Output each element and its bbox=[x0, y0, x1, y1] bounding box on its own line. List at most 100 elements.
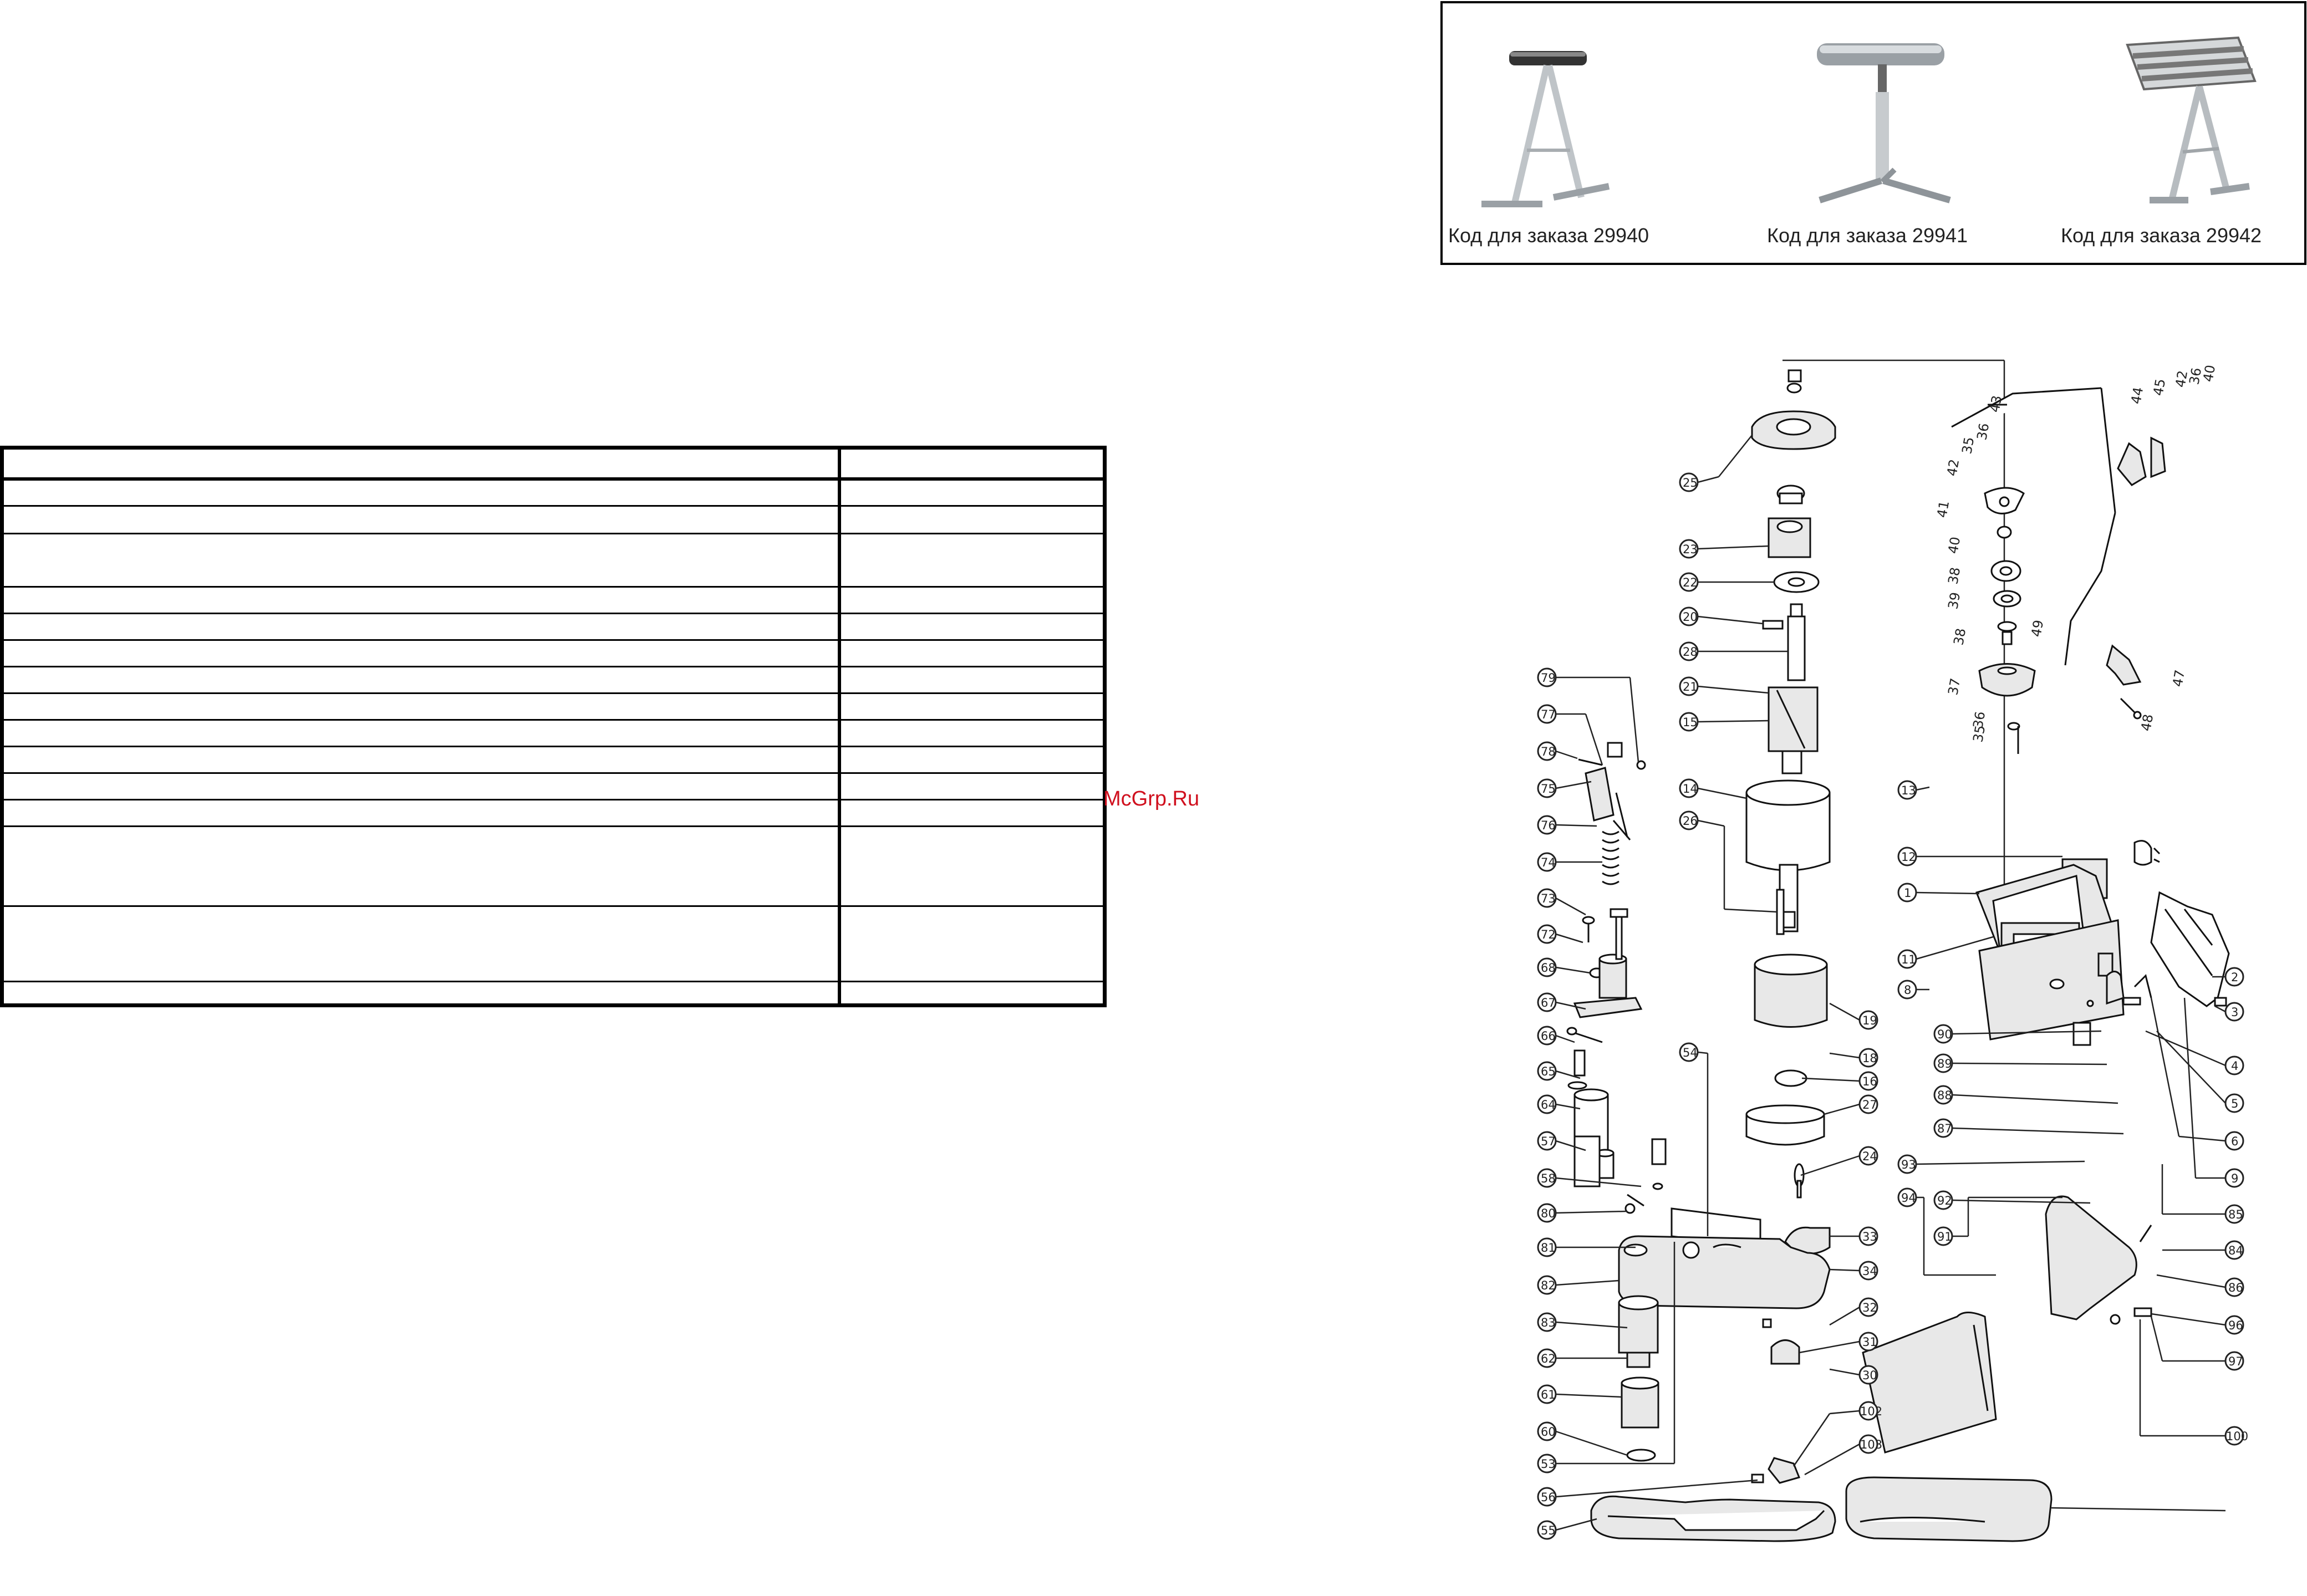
callout-96: 96 bbox=[2224, 1315, 2244, 1335]
label-42b: 42 bbox=[2172, 369, 2191, 389]
callout-57: 57 bbox=[1537, 1131, 1557, 1151]
exploded-parts-diagram: 79 77 78 75 76 74 73 72 68 67 66 65 64 5… bbox=[1537, 359, 2248, 1542]
svg-text:5: 5 bbox=[2231, 1097, 2238, 1110]
callout-5: 5 bbox=[2224, 1093, 2244, 1113]
svg-text:81: 81 bbox=[1541, 1241, 1556, 1255]
callout-74: 74 bbox=[1537, 852, 1557, 872]
table-row-rule bbox=[4, 666, 1103, 667]
svg-text:18: 18 bbox=[1862, 1052, 1877, 1065]
product-29941: Код для заказа 29941 bbox=[1767, 3, 2011, 264]
callout-26: 26 bbox=[1679, 810, 1699, 830]
svg-text:88: 88 bbox=[1937, 1089, 1952, 1102]
product-29942: Код для заказа 29942 bbox=[2061, 3, 2299, 264]
table-assembly bbox=[1975, 840, 2230, 1046]
svg-text:31: 31 bbox=[1862, 1335, 1877, 1349]
parts-table bbox=[0, 446, 1107, 1007]
callout-84: 84 bbox=[2224, 1240, 2244, 1260]
svg-text:2: 2 bbox=[2231, 971, 2238, 984]
svg-text:64: 64 bbox=[1541, 1098, 1556, 1111]
svg-text:93: 93 bbox=[1901, 1158, 1916, 1171]
table-header-rule bbox=[4, 477, 1103, 481]
callout-85: 85 bbox=[2224, 1204, 2244, 1224]
svg-text:76: 76 bbox=[1541, 819, 1556, 832]
svg-text:28: 28 bbox=[1683, 645, 1698, 659]
callout-66: 66 bbox=[1537, 1026, 1557, 1046]
callout-28: 28 bbox=[1679, 641, 1699, 661]
callout-31: 31 bbox=[1858, 1332, 1878, 1352]
product-caption: Код для заказа 29940 bbox=[1448, 224, 1649, 247]
label-35: 35 bbox=[1959, 436, 1977, 455]
callout-21: 21 bbox=[1679, 676, 1699, 696]
svg-text:60: 60 bbox=[1541, 1425, 1556, 1439]
svg-text:21: 21 bbox=[1683, 680, 1698, 694]
callout-87: 87 bbox=[1933, 1118, 1953, 1138]
svg-text:90: 90 bbox=[1937, 1028, 1952, 1041]
svg-text:61: 61 bbox=[1541, 1388, 1556, 1401]
svg-text:82: 82 bbox=[1541, 1279, 1556, 1292]
callout-33: 33 bbox=[1858, 1226, 1878, 1246]
callout-90: 90 bbox=[1933, 1024, 1953, 1044]
callout-23: 23 bbox=[1679, 539, 1699, 559]
callout-27: 27 bbox=[1858, 1094, 1878, 1114]
callout-60: 60 bbox=[1537, 1421, 1557, 1441]
label-40b: 40 bbox=[2200, 364, 2218, 383]
svg-text:9: 9 bbox=[2231, 1172, 2238, 1185]
callout-92: 92 bbox=[1933, 1190, 1953, 1210]
svg-text:66: 66 bbox=[1541, 1029, 1556, 1043]
svg-text:100: 100 bbox=[2226, 1430, 2248, 1443]
callout-53: 53 bbox=[1537, 1454, 1557, 1473]
callout-15: 15 bbox=[1679, 712, 1699, 732]
svg-text:22: 22 bbox=[1683, 576, 1698, 589]
svg-text:85: 85 bbox=[2228, 1208, 2243, 1221]
label-36b: 36 bbox=[2186, 366, 2204, 386]
callout-79: 79 bbox=[1537, 667, 1557, 687]
svg-text:24: 24 bbox=[1862, 1150, 1877, 1163]
callout-73: 73 bbox=[1537, 888, 1557, 908]
table-row-rule bbox=[4, 746, 1103, 747]
callout-11: 11 bbox=[1897, 949, 1917, 969]
leader-lines bbox=[1555, 435, 2226, 1531]
callout-81: 81 bbox=[1537, 1237, 1557, 1257]
table-column-divider bbox=[838, 450, 841, 1003]
svg-text:6: 6 bbox=[2231, 1135, 2238, 1148]
svg-text:33: 33 bbox=[1862, 1230, 1877, 1243]
svg-text:77: 77 bbox=[1541, 708, 1556, 721]
product-caption: Код для заказа 29942 bbox=[2061, 224, 2262, 247]
label-41: 41 bbox=[1934, 499, 1952, 519]
callout-2: 2 bbox=[2224, 967, 2244, 987]
roller-stand-a-frame-icon bbox=[1481, 51, 1610, 207]
callout-12: 12 bbox=[1897, 847, 1917, 866]
table-row-rule bbox=[4, 639, 1103, 641]
callouts: 79 77 78 75 76 74 73 72 68 67 66 65 64 5… bbox=[1537, 472, 2248, 1540]
table-row-rule bbox=[4, 505, 1103, 507]
product-caption: Код для заказа 29941 bbox=[1767, 224, 1968, 247]
callout-65: 65 bbox=[1537, 1061, 1557, 1081]
callout-19: 19 bbox=[1858, 1010, 1878, 1030]
callout-3: 3 bbox=[2224, 1002, 2244, 1022]
label-45: 45 bbox=[2150, 378, 2168, 397]
swivel-bracket-assembly bbox=[1951, 387, 2166, 754]
label-36: 36 bbox=[1974, 422, 1992, 441]
svg-text:92: 92 bbox=[1937, 1194, 1952, 1207]
callout-54: 54 bbox=[1679, 1042, 1699, 1062]
svg-text:13: 13 bbox=[1901, 784, 1916, 797]
label-37: 37 bbox=[1945, 677, 1963, 696]
svg-text:80: 80 bbox=[1541, 1207, 1556, 1220]
svg-text:58: 58 bbox=[1541, 1172, 1556, 1185]
roller-stand-tripod-icon bbox=[1817, 43, 1951, 203]
callout-16: 16 bbox=[1858, 1071, 1878, 1091]
callout-8: 8 bbox=[1897, 980, 1917, 1000]
svg-text:89: 89 bbox=[1937, 1057, 1952, 1070]
svg-text:62: 62 bbox=[1541, 1352, 1556, 1365]
svg-text:1: 1 bbox=[1904, 886, 1911, 900]
swivel-labels: 43 36 35 42 41 40 38 39 38 37 36 35 49 4… bbox=[1934, 364, 2218, 743]
callout-6: 6 bbox=[2224, 1131, 2244, 1151]
svg-text:97: 97 bbox=[2228, 1355, 2243, 1368]
label-44: 44 bbox=[2128, 386, 2146, 405]
table-row-rule bbox=[4, 692, 1103, 694]
callout-103: 103 bbox=[1858, 1434, 1882, 1454]
svg-text:14: 14 bbox=[1683, 782, 1698, 796]
svg-text:27: 27 bbox=[1862, 1098, 1877, 1111]
svg-text:16: 16 bbox=[1862, 1075, 1877, 1088]
label-38: 38 bbox=[1945, 566, 1963, 585]
